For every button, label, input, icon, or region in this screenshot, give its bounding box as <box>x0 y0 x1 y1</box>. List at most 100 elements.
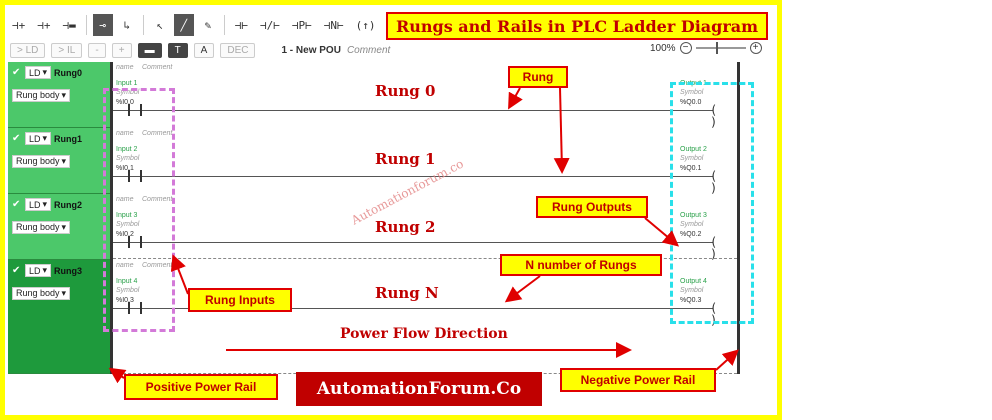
name-field[interactable]: name <box>116 196 134 203</box>
rung-header: ✔ LD▾ Rung2 Rung body▾ <box>8 194 110 260</box>
language-select[interactable]: LD▾ <box>25 264 52 277</box>
rung-inputs-callout: Rung Inputs <box>188 288 292 312</box>
symbol-label: Symbol <box>116 221 140 228</box>
output-address: %Q0.3 <box>680 297 702 304</box>
select-tool-button[interactable]: ↖ <box>156 18 164 32</box>
collapse-button[interactable]: - <box>88 42 106 58</box>
check-icon: ✔ <box>12 264 21 276</box>
symbol-label: Symbol <box>680 89 704 96</box>
inputs-arrow <box>170 254 189 295</box>
input-label: Input 3 <box>116 212 138 219</box>
draw-wire-button[interactable]: ╱ <box>173 14 194 36</box>
rung-arrow <box>553 87 570 174</box>
output-label: Output 2 <box>680 146 707 153</box>
ladder-canvas[interactable]: name Comment Input 1 Symbol %I0.0 Output… <box>110 62 740 374</box>
branch-return-button[interactable]: ↳ <box>123 18 131 32</box>
rung-body-select[interactable]: Rung body▾ <box>12 286 71 300</box>
symbol-label: Symbol <box>116 287 140 294</box>
check-icon: ✔ <box>12 198 21 210</box>
coil-icon[interactable]: ( ) <box>710 301 718 327</box>
rung-inputs-highlight <box>103 88 175 332</box>
rung-caption: Rung 0 <box>375 82 436 100</box>
expand-button[interactable]: + <box>111 42 132 58</box>
language-select[interactable]: LD▾ <box>25 66 52 79</box>
convert-to-il-button[interactable]: > IL <box>51 42 83 58</box>
zoom-slider[interactable] <box>695 42 746 54</box>
toolbar-divider <box>223 15 225 35</box>
check-icon: ✔ <box>12 66 21 78</box>
comment-field[interactable]: Comment <box>142 64 173 71</box>
branch-button[interactable]: ⊸ <box>92 14 113 36</box>
n-rungs-arrow <box>504 275 541 303</box>
rung-sidebar: ✔ LD▾ Rung0 Rung body▾ ✔ LD▾ Rung1 Rung … <box>8 62 110 374</box>
rung-body-select[interactable]: Rung body▾ <box>12 220 71 234</box>
chevron-down-icon: ▾ <box>61 221 67 232</box>
dec-button[interactable]: DEC <box>220 42 256 58</box>
rung-name[interactable]: Rung2 <box>54 199 83 210</box>
negative-rail-callout: Negative Power Rail <box>560 368 716 392</box>
chevron-down-icon: ▾ <box>61 89 67 100</box>
name-field[interactable]: name <box>116 130 134 137</box>
eraser-button[interactable]: ✎ <box>204 18 212 32</box>
name-field[interactable]: name <box>116 262 134 269</box>
delete-rung-button[interactable]: ⊣▬ <box>62 18 76 32</box>
no-contact[interactable] <box>128 302 142 314</box>
no-contact[interactable] <box>128 104 142 116</box>
rung-wire <box>113 110 713 111</box>
chevron-down-icon: ▾ <box>61 155 67 166</box>
chevron-down-icon: ▾ <box>42 199 48 209</box>
coil-button[interactable]: (↑) <box>355 18 376 32</box>
coil-icon[interactable]: ( ) <box>710 235 718 261</box>
zoom-slider-thumb[interactable] <box>715 42 718 54</box>
zoom-in-icon[interactable]: + <box>749 42 762 54</box>
font-size-icon[interactable]: A <box>193 42 215 58</box>
comment-field[interactable]: Comment <box>142 262 173 269</box>
page-title: Rungs and Rails in PLC Ladder Diagram <box>386 12 768 40</box>
rung-name[interactable]: Rung3 <box>54 265 83 276</box>
negative-power-rail <box>737 62 740 374</box>
positive-rail-arrow <box>108 367 127 384</box>
rung-body-select[interactable]: Rung body▾ <box>12 88 71 102</box>
name-field[interactable]: name <box>116 64 134 71</box>
brand-banner: AutomationForum.Co <box>296 372 542 406</box>
rung-header-selected: ✔ LD▾ Rung3 Rung body▾ <box>8 260 110 374</box>
negative-rail-arrow <box>715 349 739 371</box>
rung-divider <box>113 258 737 259</box>
symbol-label: Symbol <box>680 155 704 162</box>
no-contact-button[interactable]: ⊣⊢ <box>234 18 248 32</box>
language-select[interactable]: LD▾ <box>25 132 52 145</box>
insert-rung-below-button[interactable]: ⊣+ <box>37 18 51 32</box>
no-contact[interactable] <box>128 236 142 248</box>
pou-comment[interactable]: Comment <box>346 44 391 56</box>
chevron-down-icon: ▾ <box>42 67 48 77</box>
rung-caption: Rung N <box>375 284 439 302</box>
language-select[interactable]: LD▾ <box>25 198 52 211</box>
output-address: %Q0.0 <box>680 99 702 106</box>
input-address: %I0.1 <box>116 165 134 172</box>
coil-icon[interactable]: ( ) <box>710 103 718 129</box>
symbol-label: Symbol <box>680 221 704 228</box>
comment-field[interactable]: Comment <box>142 196 173 203</box>
rung-name[interactable]: Rung0 <box>54 67 83 78</box>
pou-name: 1 - New POU <box>281 44 341 56</box>
text-toggle-icon[interactable]: T <box>167 42 188 58</box>
input-address: %I0.3 <box>116 297 134 304</box>
symbol-label: Symbol <box>116 89 140 96</box>
zoom-out-icon[interactable]: − <box>679 42 692 54</box>
rung-body-select[interactable]: Rung body▾ <box>12 154 71 168</box>
coil-icon[interactable]: ( ) <box>710 169 718 195</box>
input-address: %I0.0 <box>116 99 134 106</box>
no-contact[interactable] <box>128 170 142 182</box>
rung-name[interactable]: Rung1 <box>54 133 83 144</box>
input-label: Input 4 <box>116 278 138 285</box>
comment-field[interactable]: Comment <box>142 130 173 137</box>
falling-contact-button[interactable]: ⊣N⊢ <box>323 18 344 32</box>
rung-wire <box>113 242 713 243</box>
comment-toggle-icon[interactable]: ▬ <box>137 42 162 58</box>
convert-to-ld-button[interactable]: > LD <box>10 42 46 58</box>
nc-contact-button[interactable]: ⊣/⊢ <box>260 18 280 32</box>
outputs-arrow <box>644 217 680 247</box>
rising-contact-button[interactable]: ⊣P⊢ <box>291 18 312 32</box>
insert-rung-above-button[interactable]: ⊣+ <box>12 18 26 32</box>
